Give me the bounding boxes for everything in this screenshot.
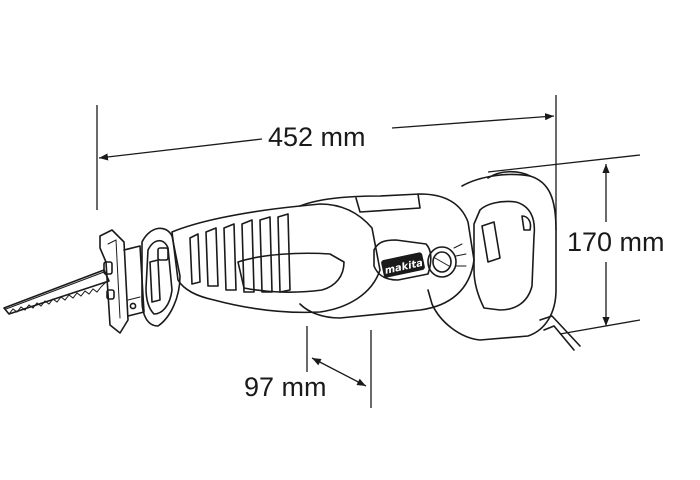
depth-label: 97 mm [244,372,327,402]
speed-dial [427,243,467,278]
length-arrow-right [391,113,555,129]
depth-dimension: 97 mm [244,326,372,408]
blade-shoe [99,229,145,334]
saw-drawing: makita [3,170,581,351]
main-body: makita [299,193,475,319]
front-collar [141,227,181,327]
saw-blade [3,269,110,315]
height-label: 170 mm [567,227,665,257]
height-extension-bottom [559,319,641,335]
length-dimension: 452 mm [96,95,557,230]
power-cord [539,315,581,351]
motor-housing [171,203,381,314]
makita-badge: makita [381,252,425,278]
height-dimension: 170 mm [487,154,665,335]
length-arrow-left [98,138,263,161]
rear-handle [427,170,557,341]
height-extension-top [487,154,641,173]
length-label: 452 mm [268,122,366,152]
depth-arrow [311,357,367,387]
